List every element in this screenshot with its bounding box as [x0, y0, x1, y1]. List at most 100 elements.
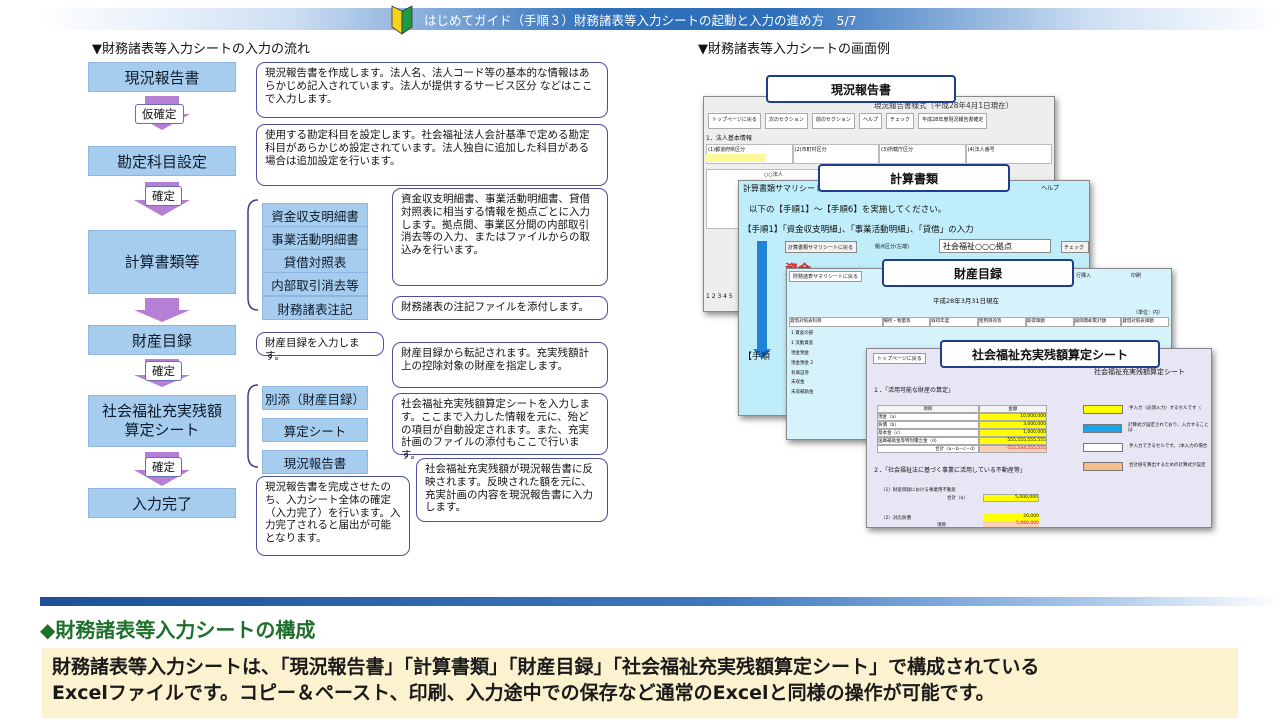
mock1-btn: チェック [885, 113, 914, 129]
mock4-value: 20,000 [983, 514, 1039, 521]
legend-text: 手入力（必須入力）するセルです（ [1129, 406, 1201, 412]
page-title: はじめてガイド（手順３）財務諸表等入力シートの起動と入力の進め方 5/7 [424, 13, 857, 28]
mock1-btn: 平成28年度現況報告書確定 [917, 113, 988, 129]
mock2-help: ヘルプ [1040, 185, 1059, 192]
mock2-step1: 【手順1】「資金収支明細」、「事業活動明細」、「貸借」の入力 [743, 225, 974, 235]
composition-text: 財務諸表等入力シートは、「現況報告書」「計算書類」「財産目録」「社会福祉充実残額… [52, 654, 1039, 706]
mock3-row: 現金預金 2 [791, 360, 814, 366]
mock3-col: 減価償却累計額 [1073, 317, 1122, 327]
mock3-col: 貸借対照表価額 [1121, 317, 1169, 327]
mock3-unit: （単位：円） [1132, 310, 1163, 316]
mock4-cell: 555,555,555,555 [978, 437, 1047, 445]
label-genkyo-houkokusho: 現況報告書 [766, 75, 956, 103]
note-zaisan: 財産目録を入力します。 [256, 332, 384, 362]
mock1-btn: ヘルプ [858, 113, 882, 129]
beginner-mark-icon [391, 5, 413, 35]
mock3-col: 取得年度 [930, 317, 978, 327]
mock4-cell: 基本金（c） [877, 429, 979, 437]
step-kanjo-kamoku: 勘定科目設定 [88, 146, 236, 176]
mock4-cell: 10,000,000 [978, 413, 1047, 421]
legend-swatch [1083, 405, 1123, 414]
mock4-col: 項目 [877, 405, 979, 413]
note-genkyo-hanei: 社会福祉充実残額が現況報告書に反映されます。反映された額を元に、充実計画の内容を… [416, 458, 608, 522]
mock1-btn: トップページに戻る [708, 113, 761, 129]
mock3-row: 1 資産の部 [791, 331, 814, 336]
mock2-title: 計算書類サマリシート [743, 184, 823, 193]
arrow-down-icon [134, 298, 190, 332]
note-kanjo: 使用する勘定科目を設定します。社会福祉法人会計基準で定める勘定科目があらかじめ設… [256, 124, 608, 186]
flow-connectors [247, 199, 259, 468]
mock1-nums: 1 2 3 4 5 [706, 293, 733, 300]
composition-line2: Excelファイルです。コピー＆ペースト、印刷、入力途中での保存など通常のExc… [52, 682, 995, 705]
mock1-row: ○○法人 [764, 172, 783, 178]
mock4-cell: 国庫補助金等特別積立金（d） [877, 437, 979, 445]
note-santei: 社会福祉充実残額算定シートを入力します。ここまで入力した情報を元に、殆どの項目が… [392, 393, 608, 461]
screen-example-heading: ▼財務諸表等入力シートの画面例 [698, 42, 890, 57]
flow-heading: ▼財務諸表等入力シートの入力の流れ [92, 42, 310, 57]
sub-zaimu-chuki: 財務諸表注記 [262, 296, 368, 320]
composition-box [42, 648, 1238, 718]
note-kanryo: 現況報告書を完成させたのち、入力シート全体の確定（入力完了）を行います。入力完了… [256, 476, 410, 556]
mock2-instruction: 以下の【手順1】～【手順6】を実施してください。 [749, 205, 947, 215]
note-keisan: 資金収支明細書、事業活動明細書、貸借対照表に相当する情報を拠点ごとに入力します。… [392, 188, 608, 286]
mock1-field: (2)市町村区分 [792, 144, 879, 164]
mock4-cell: 現金（a） [877, 413, 979, 421]
mock3-row: 未収金 [791, 380, 805, 386]
mock4-cell: 合計（a－b－c－d） [877, 445, 979, 453]
legend-swatch [1083, 462, 1123, 471]
arrow-label-kari: 仮確定 [135, 104, 184, 124]
mock4-cell: -555,544,555,555 [978, 445, 1047, 453]
mock3-col: 場所・物量等 [882, 317, 931, 327]
mock2-back-button: 計算書類サマリシートに戻る [785, 241, 857, 253]
arrow-label-kakutei: 確定 [145, 457, 182, 477]
legend-text: 手入力できるセルです。（本入力の場合 [1129, 444, 1208, 450]
mock3-col: 使用目的等 [978, 317, 1026, 327]
mock4-value: 5,980,000 [983, 521, 1039, 527]
mock4-section2: ２．「社会福祉法に基づく事業に活用している不動産等」 [873, 467, 1026, 474]
mock4-back-button: トップページに戻る [873, 353, 926, 364]
mock3-row: 現金預金 [791, 350, 809, 356]
legend-swatch [1083, 424, 1123, 433]
composition-line1: 財務諸表等入力シートは、「現況報告書」「計算書類」「財産目録」「社会福祉充実残額… [52, 656, 1040, 678]
mock2-kyoten-value: 社会福祉○○○拠点 [939, 239, 1051, 253]
mock1-field: (3)所轄庁区分 [879, 144, 966, 164]
mock4-cell: 3,000,000 [978, 421, 1047, 429]
mock3-btn: 行挿入 [1075, 273, 1091, 279]
mock1-btn: 前のセクション [811, 113, 855, 129]
label-keisan-shorui: 計算書類 [818, 164, 1010, 192]
mock3-row: 有価証券 [791, 370, 809, 376]
step-genkyo-houkokusho: 現況報告書 [88, 62, 236, 92]
mock4-section2b: （2）対応負債 [881, 516, 911, 521]
mock4-col: 項目 [937, 523, 946, 528]
label-zaisan-mokuroku: 財産目録 [882, 259, 1074, 287]
mock4-sum-label: 合計（a） [947, 496, 968, 501]
mock3-col: 取得価額 [1025, 317, 1074, 327]
step-zanseki-santei: 社会福祉充実残額 算定シート [88, 395, 236, 447]
mock2-kyoten-label: 拠点区分(左端) [875, 244, 909, 250]
mock3-col: 貸借対照表科目 [789, 317, 883, 327]
step-zaisan-mokuroku: 財産目録 [88, 325, 236, 355]
mock3-date: 平成28年3月31日現在 [933, 297, 1000, 305]
step-nyuryoku-kanryo: 入力完了 [88, 488, 236, 518]
sub-naibu-torihiki: 内部取引消去等 [262, 272, 368, 296]
sub-betten: 別添（財産目録） [262, 386, 368, 410]
mock2-check-button: チェック [1061, 241, 1089, 253]
sub-jigyo-katsudo: 事業活動明細書 [262, 226, 368, 250]
mock2-step-cut: 【手順 [743, 352, 771, 362]
section-divider [40, 597, 1280, 606]
legend-text: 計算式が設定されており、入力することは [1128, 423, 1209, 433]
mock1-section: 1．法人基本情報 [706, 135, 752, 142]
mock1-title: 現況報告書様式（平成28年4月1日現在） [874, 101, 1014, 110]
header-bar [40, 8, 1280, 30]
mock3-btn: 印刷 [1130, 273, 1141, 279]
composition-heading: ◆財務諸表等入力シートの構成 [40, 618, 316, 642]
legend-text: 合計値を算出するための計算式が設定 [1129, 463, 1206, 469]
mock4-cell: 1,000,000 [978, 429, 1047, 437]
label-zanseki-santei: 社会福祉充実残額算定シート [940, 340, 1160, 368]
arrow-label-kakutei: 確定 [145, 361, 182, 381]
sub-shikin-shushi: 資金収支明細書 [262, 203, 368, 227]
mock4-cell: 負債（b） [877, 421, 979, 429]
mock4-sum-value: 5,000,000 [983, 494, 1039, 502]
mock4-section1: １．「活用可能な財産の算定」 [873, 387, 955, 394]
step-keisan-shorui: 計算書類等 [88, 230, 236, 294]
